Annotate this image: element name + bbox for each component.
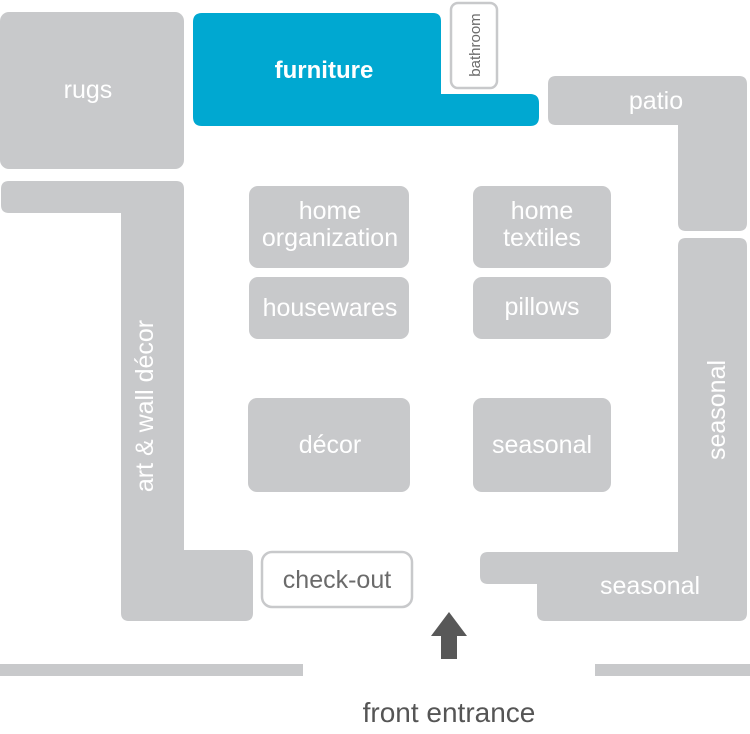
- art-wall-decor-label: art & wall décor: [131, 320, 159, 492]
- housewares-block: [249, 277, 409, 339]
- section-checkout[interactable]: check-out: [260, 550, 414, 609]
- furniture-block: [193, 13, 539, 126]
- section-decor[interactable]: décor: [248, 398, 410, 492]
- section-furniture[interactable]: furniture: [193, 13, 539, 126]
- rugs-block: [0, 12, 184, 169]
- seasonal-right-label: seasonal: [703, 360, 731, 460]
- bathroom-label: bathroom: [467, 13, 484, 76]
- up-arrow-icon: [431, 612, 467, 659]
- section-seasonal-right[interactable]: seasonal seasonal: [480, 238, 747, 621]
- section-home-organization[interactable]: home organization: [249, 186, 409, 268]
- home-textiles-label-line1: home: [511, 197, 574, 225]
- arrow-shaft: [441, 635, 457, 659]
- section-home-textiles[interactable]: home textiles: [473, 186, 611, 268]
- arrow-head: [431, 612, 467, 636]
- seasonal-bottom-label: seasonal: [600, 572, 700, 600]
- front-entrance-label: front entrance: [363, 697, 536, 728]
- checkout-label: check-out: [283, 566, 391, 594]
- section-seasonal-center[interactable]: seasonal: [473, 398, 611, 492]
- front-wall-right: [595, 664, 750, 676]
- decor-block: [248, 398, 410, 492]
- front-wall-left: [0, 664, 303, 676]
- seasonal-center-label: seasonal: [492, 431, 592, 459]
- home-textiles-block: [473, 186, 611, 268]
- art-wall-decor-block: [1, 181, 253, 621]
- section-art-wall-decor[interactable]: art & wall décor: [1, 181, 253, 621]
- home-organization-label-line1: home: [299, 197, 362, 225]
- home-organization-block: [249, 186, 409, 268]
- bathroom-outline: [449, 1, 499, 90]
- housewares-label: housewares: [263, 294, 398, 322]
- home-textiles-label-line2: textiles: [503, 224, 581, 252]
- home-organization-label-line2: organization: [262, 224, 398, 252]
- rugs-label: rugs: [64, 76, 113, 104]
- checkout-outline: [260, 550, 414, 609]
- patio-block: [548, 76, 747, 231]
- decor-label: décor: [299, 431, 362, 459]
- section-housewares[interactable]: housewares: [249, 277, 409, 339]
- seasonal-center-block: [473, 398, 611, 492]
- furniture-label: furniture: [275, 57, 374, 84]
- section-bathroom[interactable]: bathroom: [449, 1, 499, 90]
- seasonal-right-block: [480, 238, 747, 621]
- pillows-block: [473, 277, 611, 339]
- patio-label: patio: [629, 87, 683, 115]
- section-rugs[interactable]: rugs: [0, 12, 184, 169]
- section-pillows[interactable]: pillows: [473, 277, 611, 339]
- pillows-label: pillows: [504, 293, 579, 321]
- section-patio[interactable]: patio: [548, 76, 747, 231]
